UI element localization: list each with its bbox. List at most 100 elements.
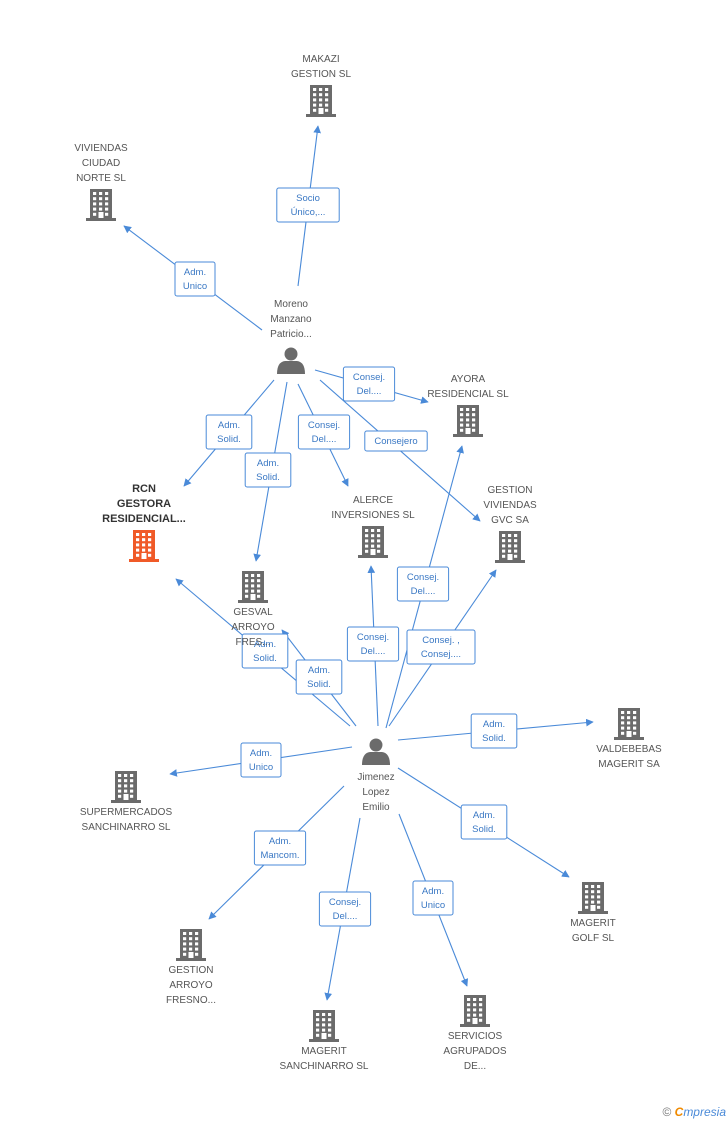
edge-label-text: Adm. [257, 458, 279, 469]
node-label-gestionarroyo: ARROYO [169, 980, 213, 991]
node-rcn[interactable]: RCNGESTORARESIDENCIAL... [102, 483, 186, 562]
edge-label-text: Consej. , [422, 635, 460, 646]
edge-label-text: Adm. [254, 639, 276, 650]
edge-label-text: Consej. [407, 572, 439, 583]
building-icon [495, 531, 525, 563]
node-label-jimenez: Emilio [362, 802, 390, 813]
edge-label-text: Solid. [217, 434, 241, 445]
node-makazi[interactable]: MAKAZI GESTION SL [291, 54, 351, 117]
node-label-moreno: Moreno [274, 299, 308, 310]
node-mageritsanchinarro[interactable]: MAGERIT SANCHINARRO SL [280, 1010, 369, 1072]
node-label-gestionarroyo: FRESNO... [166, 995, 216, 1006]
building-icon [460, 995, 490, 1027]
edge-label-text: Adm. [422, 886, 444, 897]
edge-label-text: Consej. [353, 372, 385, 383]
node-label-gestionarroyo: GESTION [168, 965, 213, 976]
node-moreno[interactable]: MorenoManzanoPatricio... [270, 299, 312, 374]
edge-label-jimenez-supermercados[interactable]: Adm.Unico [240, 742, 282, 778]
edge-label-box [295, 659, 343, 695]
node-label-valdebebas: MAGERIT SA [598, 759, 660, 770]
building-icon [176, 929, 206, 961]
node-label-alerce: INVERSIONES SL [331, 510, 415, 521]
brand-logo-letter: C [674, 1105, 684, 1119]
node-gesval[interactable]: GESVALARROYOFRES... [231, 571, 275, 648]
edge-label-text: Solid. [482, 733, 506, 744]
edge-label-box [346, 626, 400, 662]
node-label-servicios: DE... [464, 1061, 486, 1072]
building-icon [129, 530, 159, 562]
edge-label-box [297, 414, 351, 450]
node-servicios[interactable]: SERVICIOSAGRUPADOSDE... [443, 995, 507, 1072]
edge-label-jimenez-mageritsanchinarro[interactable]: Consej.Del.... [318, 891, 372, 927]
edge-label-text: Del.... [357, 386, 382, 397]
node-label-moreno: Manzano [270, 314, 312, 325]
building-icon [86, 189, 116, 221]
edge-label-jimenez-servicios[interactable]: Adm. Unico [412, 880, 454, 916]
edge-label-text: Consej. [329, 897, 361, 908]
edge-label-moreno-makazi[interactable]: SocioÚnico,... [276, 187, 340, 223]
edge-label-moreno-viviendas[interactable]: Adm.Unico [174, 261, 216, 297]
building-icon [453, 405, 483, 437]
edge-label-text: Unico [421, 900, 445, 911]
edge-label-jimenez-gvc[interactable]: Consej. , Consej.... [406, 629, 476, 665]
edge-label-jimenez-gestionarroyo[interactable]: Adm.Mancom. [253, 830, 307, 866]
node-label-makazi: MAKAZI [302, 54, 339, 65]
node-label-rcn: RCN [132, 483, 156, 495]
edge-label-moreno-alerce[interactable]: Consej. Del.... [297, 414, 351, 450]
edge-label-moreno-gvc[interactable]: Consejero [364, 430, 428, 452]
edge-label-jimenez-valdebebas[interactable]: Adm.Solid. [470, 713, 518, 749]
node-label-gesval: ARROYO [231, 622, 275, 633]
node-label-gvc: VIVIENDAS [483, 500, 537, 511]
brand-logo-text: mpresia [683, 1105, 726, 1119]
edge-label-moreno-gesval[interactable]: Adm. Solid. [244, 452, 292, 488]
node-label-jimenez: Jimenez [357, 772, 394, 783]
node-label-servicios: SERVICIOS [448, 1031, 503, 1042]
edge-labels-layer: SocioÚnico,...Adm.UnicoConsej.Del....Con… [174, 187, 518, 927]
edge-label-text: Consej. [308, 420, 340, 431]
node-label-viviendas: VIVIENDAS [74, 143, 128, 154]
empresia-brand[interactable]: © Cmpresia [662, 1105, 726, 1119]
node-label-ayora: RESIDENCIAL SL [427, 389, 509, 400]
node-label-gvc: GVC SA [491, 515, 529, 526]
edge-label-box [253, 830, 307, 866]
node-gestionarroyo[interactable]: GESTION ARROYO FRESNO... [166, 929, 216, 1006]
node-ayora[interactable]: AYORA RESIDENCIAL SL [427, 374, 509, 437]
person-icon [277, 347, 305, 374]
edge-label-text: Solid. [253, 653, 277, 664]
edge-label-jimenez-gesval[interactable]: Adm.Solid. [295, 659, 343, 695]
node-label-supermercados: SANCHINARRO SL [82, 822, 171, 833]
building-icon [238, 571, 268, 603]
node-label-ayora: AYORA [451, 374, 486, 385]
edge-label-text: Solid. [472, 824, 496, 835]
edge-label-jimenez-mageritgolf[interactable]: Adm.Solid. [460, 804, 508, 840]
edge-label-text: Mancom. [260, 850, 299, 861]
edge-label-moreno-rcn[interactable]: Adm.Solid. [205, 414, 253, 450]
edge-label-text: Unico [183, 281, 207, 292]
node-label-mageritgolf: MAGERIT [570, 918, 616, 929]
edge-label-box [244, 452, 292, 488]
copyright-mark: © [662, 1105, 672, 1119]
edge-label-text: Solid. [256, 472, 280, 483]
node-label-makazi: GESTION SL [291, 69, 351, 80]
edge-label-text: Del.... [312, 434, 337, 445]
edge-label-text: Consej.... [421, 649, 461, 660]
node-label-viviendas: NORTE SL [76, 173, 126, 184]
edge-label-box [406, 629, 476, 665]
node-label-mageritsanchinarro: SANCHINARRO SL [280, 1061, 369, 1072]
edge-label-jimenez-rcn[interactable]: Adm. Solid. [241, 633, 289, 669]
edge-label-box [174, 261, 216, 297]
edge-label-jimenez-alerce[interactable]: Consej.Del.... [346, 626, 400, 662]
node-label-mageritsanchinarro: MAGERIT [301, 1046, 347, 1057]
edge-label-jimenez-ayora[interactable]: Consej.Del.... [396, 566, 450, 602]
edge-label-box [470, 713, 518, 749]
edge-label-moreno-ayora[interactable]: Consej. Del.... [342, 366, 396, 402]
person-icon [362, 738, 390, 765]
